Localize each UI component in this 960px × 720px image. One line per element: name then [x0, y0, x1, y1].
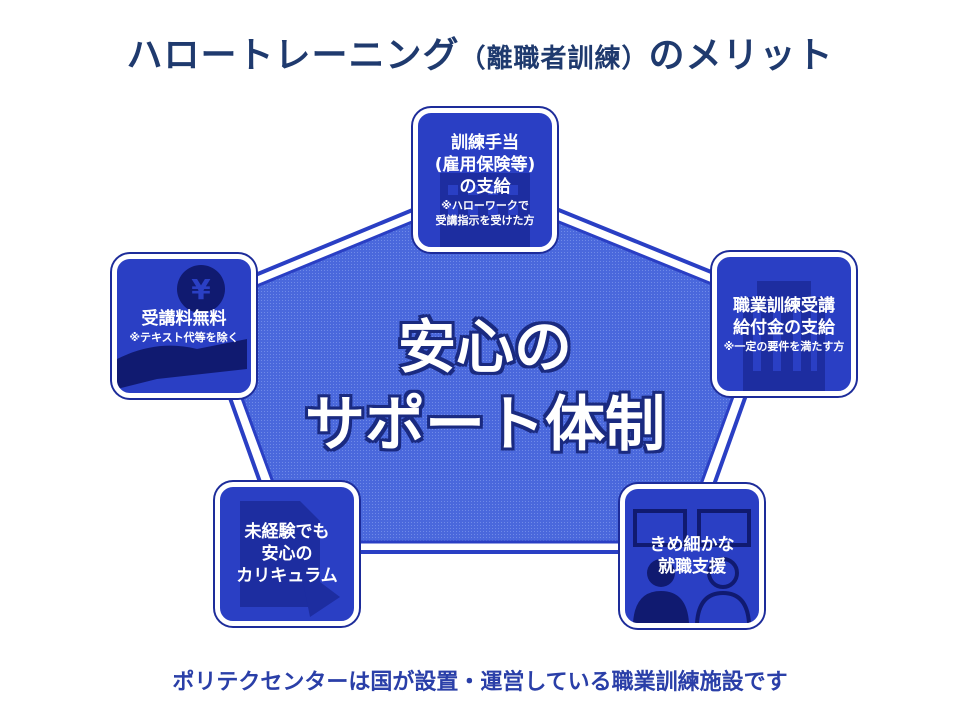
- box-curriculum: 未経験でも 安心の カリキュラム: [215, 482, 359, 626]
- box-line: 職業訓練受講: [733, 295, 835, 316]
- box-line: 給付金の支給: [733, 317, 835, 338]
- svg-text:¥: ¥: [191, 273, 211, 306]
- building-icon: [743, 281, 825, 391]
- box-line: 就職支援: [658, 557, 726, 577]
- yen-coin-icon: ¥: [117, 265, 247, 389]
- box-note: ※一定の要件を満たす方: [723, 339, 845, 353]
- box-line: 訓練手当: [451, 133, 519, 153]
- title-paren: （離職者訓練）: [459, 44, 649, 74]
- box-note: ※テキスト代等を除く: [129, 330, 239, 344]
- box-note: 受講指示を受けた方: [435, 214, 535, 227]
- footer-caption: ポリテクセンターは国が設置・運営している職業訓練施設です: [172, 670, 788, 695]
- document-icon: [240, 501, 340, 617]
- box-line: の支給: [459, 177, 511, 197]
- box-line: 受講料無料: [141, 308, 227, 329]
- box-note: ※ハローワークで: [441, 199, 529, 212]
- center-line-2: サポート体制: [305, 390, 665, 460]
- slide-title: ハロートレーニング（離職者訓練）のメリット: [0, 26, 960, 78]
- center-line-1: 安心の: [397, 313, 572, 381]
- box-training-benefit: 職業訓練受講 給付金の支給 ※一定の要件を満たす方: [712, 252, 856, 396]
- box-line: きめ細かな: [649, 535, 735, 555]
- box-training-allowance: 訓練手当 (雇用保険等) の支給 ※ハローワークで 受講指示を受けた方: [413, 108, 557, 252]
- title-main: ハロートレーニング: [126, 35, 460, 76]
- box-free-tuition: ¥ 受講料無料 ※テキスト代等を除く: [112, 254, 256, 398]
- box-line: (雇用保険等): [434, 155, 536, 175]
- title-suffix: のメリット: [648, 35, 834, 76]
- building-icon: [440, 173, 530, 247]
- box-line: 未経験でも: [244, 522, 330, 542]
- box-line: 安心の: [261, 544, 313, 564]
- box-line: カリキュラム: [236, 566, 338, 586]
- box-job-support: きめ細かな 就職支援: [620, 484, 764, 628]
- consultation-icon: [633, 509, 751, 623]
